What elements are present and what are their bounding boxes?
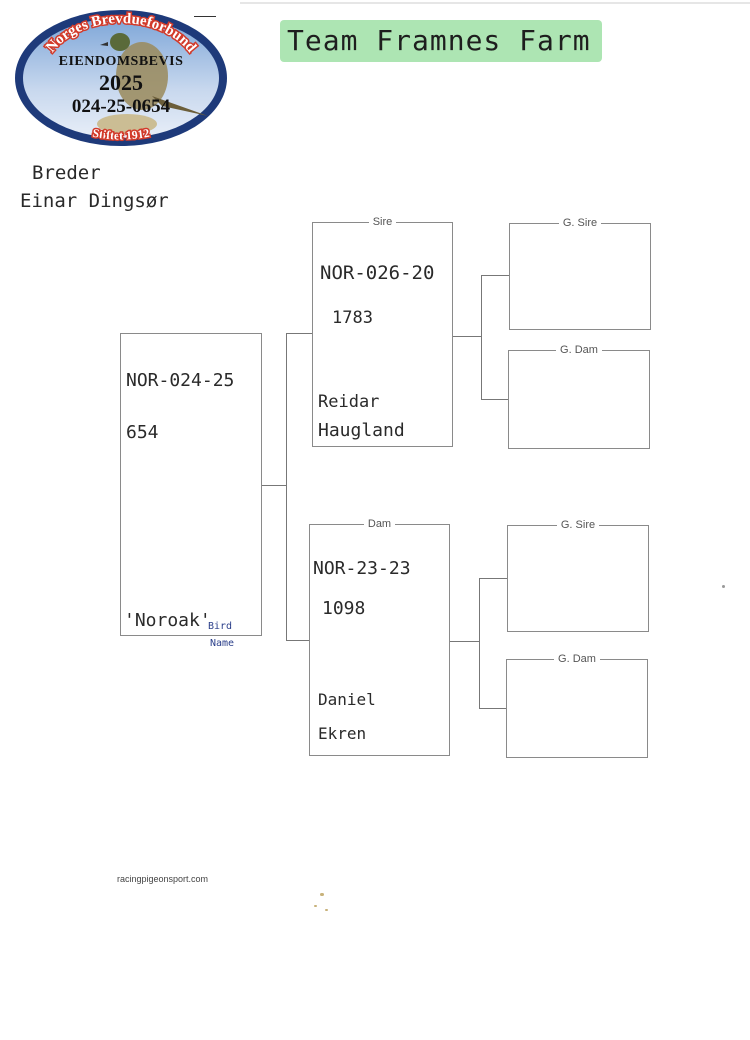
connector — [481, 275, 509, 276]
breeder-name: Einar Dingsør — [20, 190, 169, 212]
grandsire-label: G. Sire — [558, 217, 602, 229]
dam-owner-last: Ekren — [318, 724, 367, 743]
seal-arc-bottom: Stiftet 1912 — [90, 124, 152, 144]
scan-speck — [325, 909, 328, 911]
property-seal: Norges Brevdueforbund Stiftet 1912 EIEND… — [12, 6, 230, 148]
bird-number: 654 — [126, 422, 159, 443]
connector — [286, 333, 312, 334]
dam-ring: NOR-23-23 — [313, 558, 411, 579]
pigeon-illustration — [97, 33, 208, 134]
breeder-label: Breder — [32, 162, 101, 184]
sire-owner-first: Reidar — [318, 392, 380, 412]
connector — [262, 485, 286, 486]
sire-granddam-box: G. Dam — [508, 344, 650, 449]
dam-label: Dam — [363, 518, 396, 530]
connector — [453, 336, 481, 337]
scan-mark — [194, 16, 216, 17]
connector — [481, 399, 509, 400]
bird-name: 'Noroak' — [124, 610, 211, 631]
bird-name-note: Bird — [208, 621, 233, 632]
seal-graphic: Norges Brevdueforbund Stiftet 1912 — [15, 9, 227, 146]
connector — [286, 640, 310, 641]
connector — [479, 578, 507, 579]
highlight-note — [280, 20, 602, 62]
scan-speck — [722, 585, 725, 588]
seal-ring-number: 024-25-0654 — [71, 96, 171, 117]
dam-number: 1098 — [322, 598, 366, 619]
bird-name-note: Name — [210, 638, 235, 649]
granddam-label: G. Dam — [554, 653, 600, 665]
scan-mark — [240, 2, 750, 4]
dam-box: Dam — [309, 518, 450, 756]
sire-grandsire-box: G. Sire — [509, 217, 651, 330]
grandsire-label: G. Sire — [556, 519, 600, 531]
connector — [479, 708, 506, 709]
sire-box: Sire — [312, 216, 453, 447]
team-title: Team Framnes Farm — [287, 24, 591, 57]
seal-title: EIENDOMSBEVIS — [58, 54, 184, 69]
dam-granddam-box: G. Dam — [506, 653, 648, 758]
dam-owner-first: Daniel — [318, 690, 376, 709]
svg-text:Stiftet 1912: Stiftet 1912 — [91, 126, 150, 143]
granddam-label: G. Dam — [556, 344, 602, 356]
sire-number: 1783 — [332, 308, 373, 328]
dam-grandsire-box: G. Sire — [507, 519, 649, 632]
sire-ring: NOR-026-20 — [320, 262, 435, 284]
sire-owner-last: Haugland — [318, 420, 405, 441]
bird-box — [120, 333, 262, 636]
sire-label: Sire — [368, 216, 397, 228]
connector — [286, 333, 287, 640]
seal-year: 2025 — [99, 70, 143, 95]
connector — [479, 578, 480, 708]
connector — [481, 275, 482, 399]
scan-speck — [314, 905, 317, 907]
connector — [450, 641, 479, 642]
scan-speck — [320, 893, 324, 896]
bird-ring: NOR-024-25 — [126, 370, 235, 391]
footer-website: racingpigeonsport.com — [117, 874, 209, 884]
